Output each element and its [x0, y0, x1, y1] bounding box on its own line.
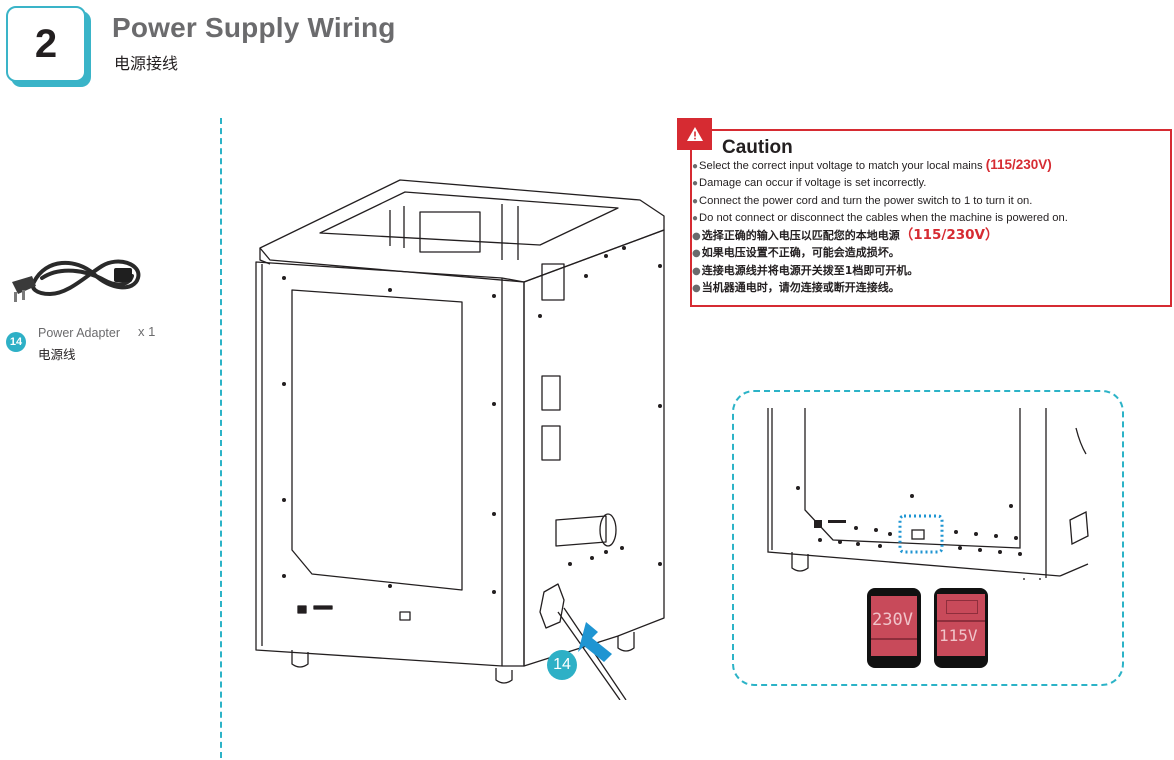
- printer-window: [291, 289, 463, 591]
- section-divider: [220, 118, 222, 758]
- caution-title: Caution: [722, 137, 793, 158]
- caution-item-zh: ●选择正确的输入电压以匹配您的本地电源（115/230V）: [692, 227, 999, 244]
- filament-holder: [555, 515, 607, 547]
- warning-triangle-icon: [686, 127, 703, 141]
- power-socket: [1069, 510, 1089, 546]
- caution-item: ●Do not connect or disconnect the cables…: [692, 211, 1068, 224]
- step-number-box: 2: [6, 6, 86, 82]
- page-title-zh: 电源接线: [114, 54, 179, 73]
- printer-front: [255, 261, 503, 667]
- blue-arrow-icon: [578, 622, 612, 662]
- switch-highlight: [898, 514, 944, 554]
- part-badge: 14: [6, 332, 26, 352]
- part-name-zh: 电源线: [38, 347, 76, 362]
- switch-photo-230v: 230V: [867, 588, 921, 668]
- caution-list: ●Select the correct input voltage to mat…: [690, 157, 1172, 297]
- part-name: Power Adapter: [38, 326, 120, 340]
- detail-frame: [732, 390, 1124, 686]
- part-quantity: x 1: [138, 324, 156, 339]
- caution-item-zh: ●当机器通电时，请勿连接或断开连接线。: [692, 281, 900, 295]
- voltage-highlight: (115/230V): [985, 157, 1052, 172]
- print-head: [419, 211, 481, 253]
- caution-item-zh: ●连接电源线并将电源开关拨至1档即可开机。: [692, 263, 919, 277]
- caution-item: ●Connect the power cord and turn the pow…: [692, 194, 1033, 207]
- power-socket: [539, 583, 565, 629]
- caution-item: ●Damage can occur if voltage is set inco…: [692, 177, 927, 190]
- page-title: Power Supply Wiring: [112, 12, 396, 43]
- caution-box: [690, 129, 1172, 307]
- switch-photo-115v: 115V: [934, 588, 988, 668]
- caution-tab: [677, 118, 712, 150]
- printer-illustration: [255, 179, 665, 700]
- voltage-highlight: （115/230V）: [899, 227, 999, 244]
- power-cable-icon: [12, 259, 141, 302]
- step-number: 2: [34, 21, 58, 66]
- printer-top: [259, 179, 665, 283]
- switch-label: 230V: [872, 610, 913, 630]
- printer-side: [523, 229, 665, 667]
- caution-item: ●Select the correct input voltage to mat…: [692, 157, 1052, 172]
- caution-item-zh: ●如果电压设置不正确，可能会造成损坏。: [692, 246, 900, 260]
- detail-illustration: [767, 408, 1089, 580]
- callout-badge: 14: [547, 650, 577, 680]
- switch-label: 115V: [939, 626, 978, 645]
